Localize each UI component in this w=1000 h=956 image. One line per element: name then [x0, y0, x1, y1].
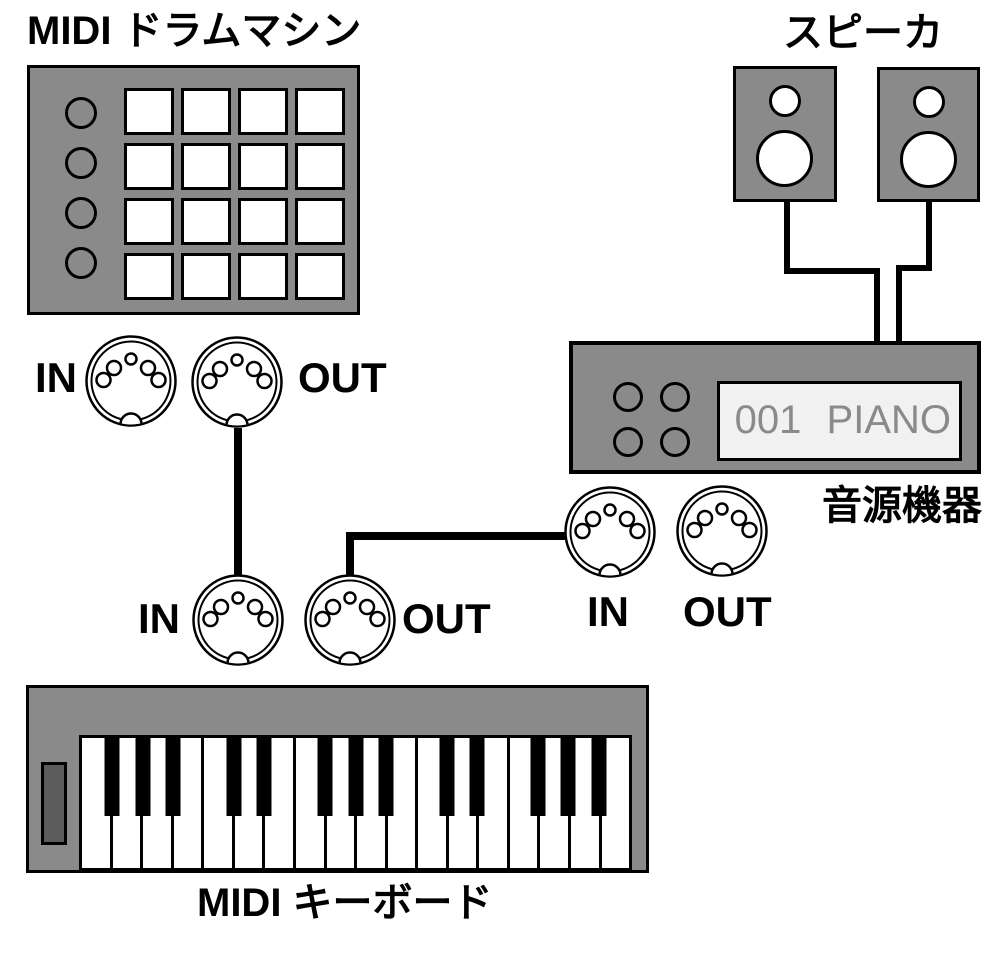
drum-pad [181, 198, 231, 245]
black-key [348, 738, 363, 816]
tweeter-circle [769, 85, 801, 117]
woofer-circle [756, 130, 813, 187]
drum-pad [124, 88, 174, 135]
black-key [560, 738, 576, 816]
black-key [378, 738, 394, 816]
keyboard-midi-out-connector [300, 570, 400, 670]
module-button [613, 382, 643, 412]
black-key [104, 738, 120, 816]
drum-midi-out-connector [187, 332, 287, 432]
drum-pad [124, 143, 174, 190]
black-key [439, 738, 455, 816]
black-key [256, 738, 272, 816]
drum-machine [27, 65, 360, 315]
black-key [469, 738, 485, 816]
drum-pad [295, 253, 345, 300]
keyboard-midi-in-connector [188, 570, 288, 670]
drum-midi-in-connector [81, 331, 181, 431]
black-key [591, 738, 607, 816]
module-out-label: OUT [683, 588, 772, 635]
tweeter-circle [913, 86, 945, 118]
speakers-label: スピーカ [783, 11, 943, 55]
drum-pad [238, 198, 288, 245]
keyboard-out-label: OUT [402, 595, 491, 642]
woofer-circle [900, 131, 957, 188]
black-key [226, 738, 242, 816]
speaker-cable-left [784, 198, 880, 346]
drum-knob [65, 97, 97, 129]
module-in-label: IN [587, 588, 629, 635]
drum-pad [295, 198, 345, 245]
keyboard-label: MIDI キーボード [197, 881, 493, 925]
drum-knob-column [65, 97, 97, 279]
midi-keyboard [26, 685, 649, 873]
black-key [530, 738, 546, 816]
speaker-cable-right [896, 198, 932, 346]
module-button [660, 382, 690, 412]
module-button [660, 427, 690, 457]
speaker-right [877, 67, 980, 202]
module-display: 001 PIANO [717, 381, 962, 461]
drum-knob [65, 197, 97, 229]
module-midi-out-connector [672, 481, 772, 581]
black-key [317, 738, 333, 816]
sound-module-label: 音源機器 [822, 484, 982, 528]
drum-machine-label: MIDI ドラムマシン [27, 9, 362, 53]
keyboard-keys [79, 735, 632, 871]
sound-module: 001 PIANO [569, 341, 981, 474]
drum-pad [124, 253, 174, 300]
black-key [165, 738, 181, 816]
drum-knob [65, 147, 97, 179]
module-midi-in-connector [560, 482, 660, 582]
drum-out-label: OUT [298, 354, 387, 401]
module-button-grid [613, 382, 690, 457]
pitch-wheel [41, 762, 67, 845]
drum-pad-grid [124, 88, 345, 300]
drum-pad [295, 143, 345, 190]
speaker-left [733, 66, 837, 202]
drum-pad [238, 143, 288, 190]
module-button [613, 427, 643, 457]
black-key [135, 738, 151, 816]
drum-pad [238, 253, 288, 300]
drum-pad [295, 88, 345, 135]
drum-in-label: IN [35, 354, 77, 401]
drum-pad [181, 253, 231, 300]
drum-pad [181, 88, 231, 135]
midi-cable-keyboard-to-module [346, 532, 567, 575]
drum-pad [238, 88, 288, 135]
drum-knob [65, 247, 97, 279]
drum-pad [124, 198, 174, 245]
drum-pad [181, 143, 231, 190]
keyboard-in-label: IN [138, 595, 180, 642]
